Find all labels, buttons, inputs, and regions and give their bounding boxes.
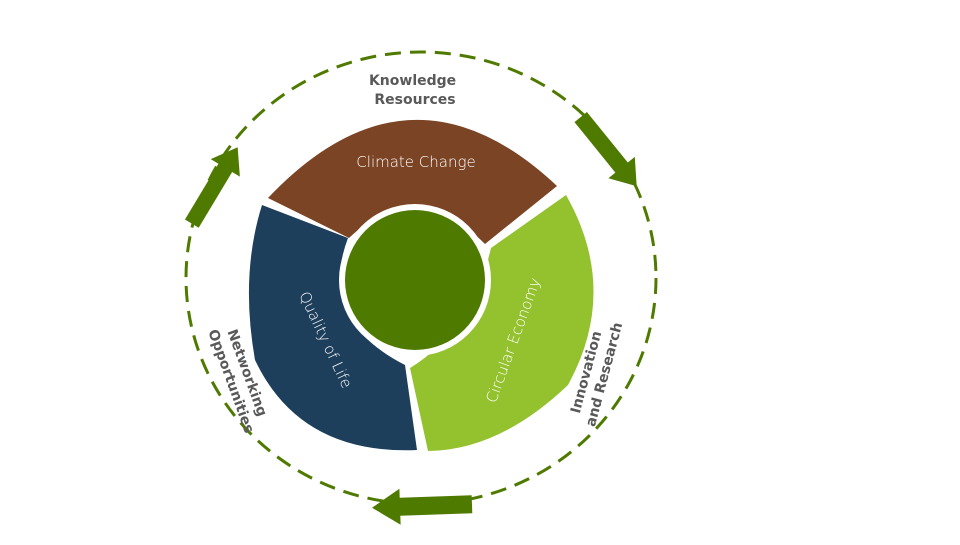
cycle-arrow-top-left	[184, 147, 240, 228]
segment-circular-economy	[410, 195, 594, 451]
outer-label-knowledge-line2: Resources	[374, 92, 455, 108]
outer-label-knowledge-resources: Knowledge Resources	[369, 73, 461, 108]
cycle-arrow-top-right	[574, 111, 637, 187]
segment-climate-change	[268, 119, 557, 244]
segment-quality-of-life	[248, 205, 417, 451]
segment-label-climate-change: Climate Change	[356, 153, 475, 171]
outer-label-knowledge-line1: Knowledge	[369, 73, 456, 89]
center-circle-fill	[345, 210, 485, 350]
cycle-arrow-bottom	[372, 488, 473, 525]
